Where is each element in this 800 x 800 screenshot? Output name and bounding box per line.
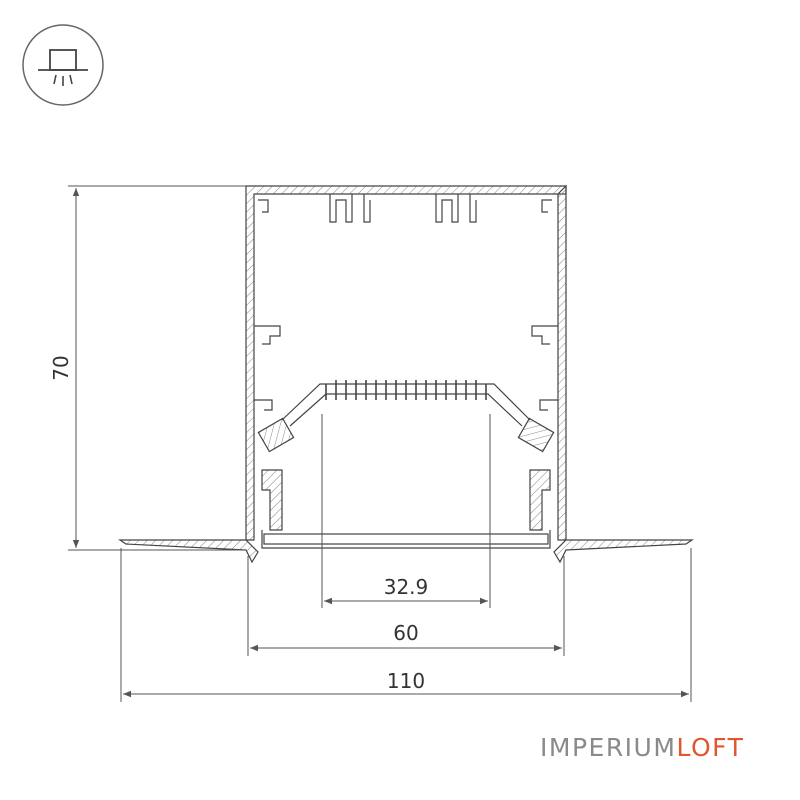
brand-logo: IMPERIUMLOFT	[540, 733, 744, 762]
body-width-dimension-label: 60	[393, 621, 418, 645]
brand-part-2: LOFT	[676, 733, 745, 762]
height-dimension-label: 70	[49, 355, 73, 380]
recessed-ceiling-light-icon	[22, 24, 104, 106]
total-width-dimension-label: 110	[387, 669, 425, 693]
profile-cross-section	[118, 184, 694, 564]
brand-part-1: IMPERIUM	[540, 733, 677, 762]
inner-opening-dimension-label: 32.9	[384, 575, 429, 599]
dimension-lines	[68, 185, 692, 702]
